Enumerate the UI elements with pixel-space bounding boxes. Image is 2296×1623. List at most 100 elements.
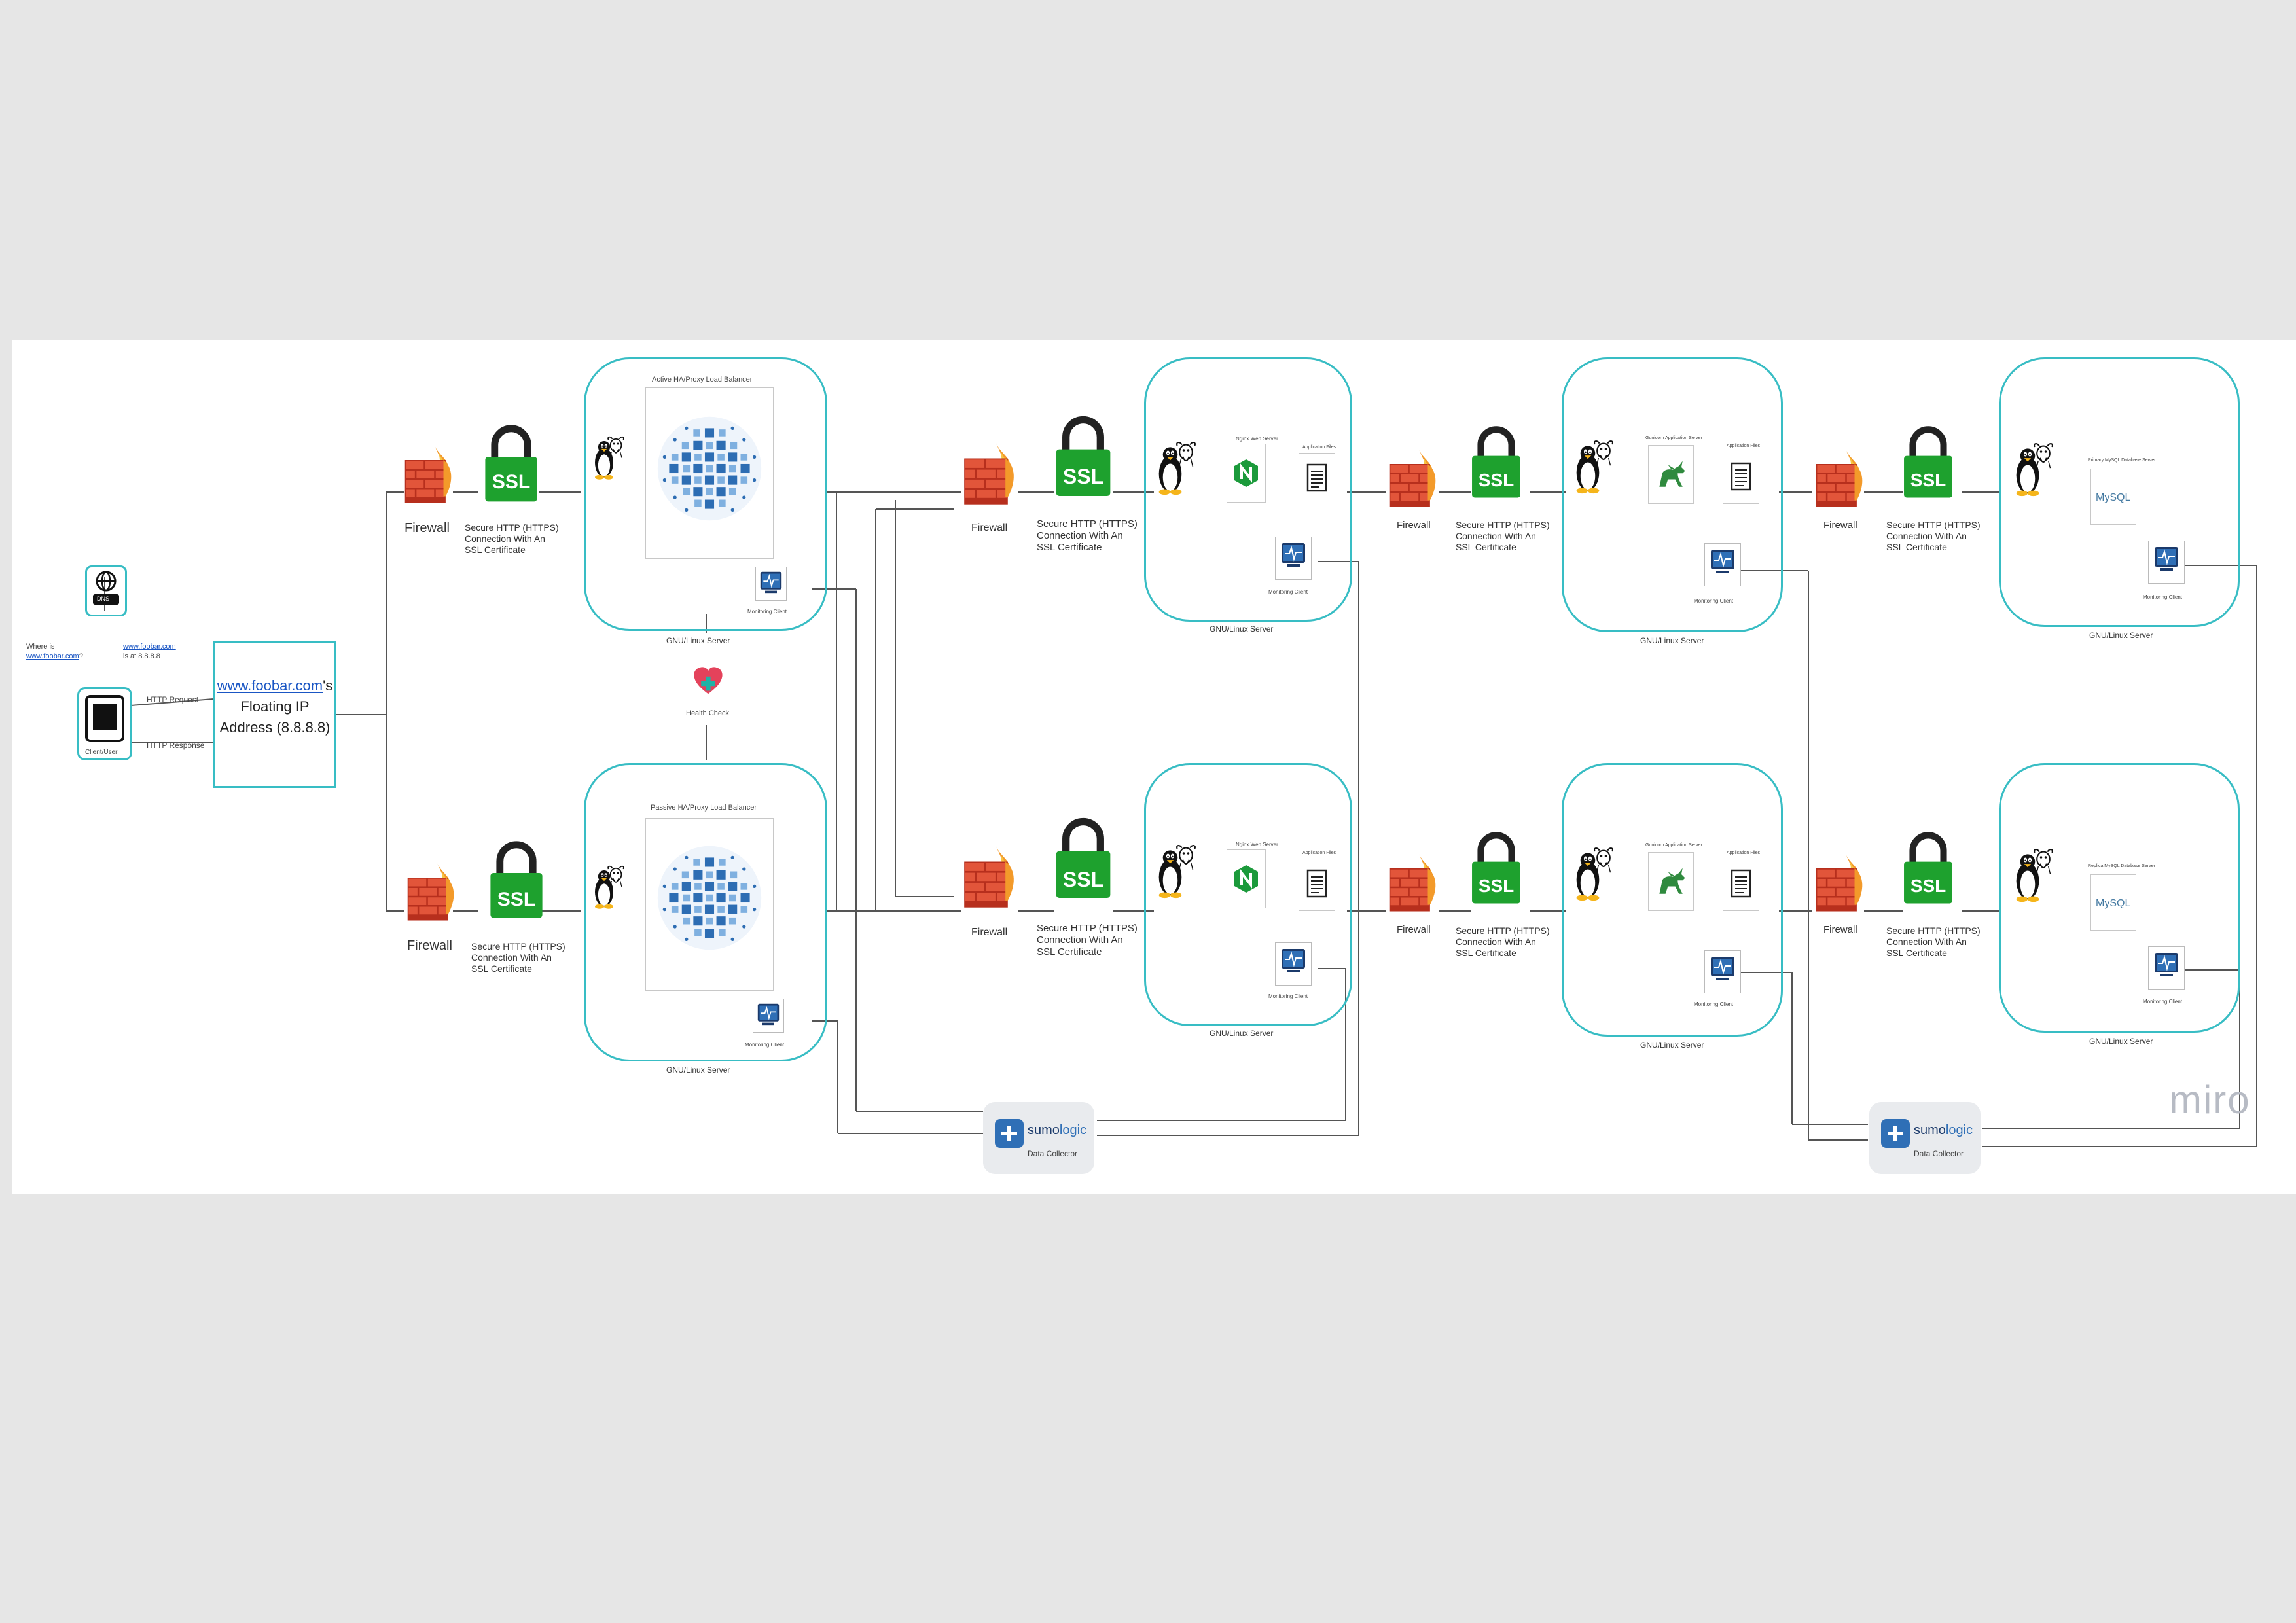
heart-icon (692, 665, 724, 698)
gnu-icon (1592, 847, 1615, 874)
dns-answer-link[interactable]: www.foobar.com (123, 643, 176, 651)
client-box[interactable] (77, 687, 132, 760)
server-label: GNU/Linux Server (1640, 636, 1704, 645)
gnu-icon (1174, 441, 1198, 469)
monitoring-label: Monitoring Client (745, 1042, 785, 1048)
monitor-icon (2153, 952, 2179, 978)
server-label: GNU/Linux Server (1210, 1029, 1274, 1038)
db-replica-title: Replica MySQL Database Server (2088, 864, 2155, 868)
ssl-caption-line2: Connection With An (1886, 531, 1967, 541)
server-box-app-2[interactable] (1562, 763, 1783, 1037)
document-icon (1728, 461, 1754, 493)
monitor-icon (1710, 548, 1736, 575)
firewall-label: Firewall (404, 521, 450, 535)
ssl-caption-line1: Secure HTTP (HTTPS) (1456, 520, 1550, 530)
monitor-icon (1280, 542, 1306, 568)
ssl-caption-line2: Connection With An (1456, 936, 1536, 947)
ssl-caption: Secure HTTP (HTTPS) Connection With An S… (1886, 925, 1981, 959)
app-files-title: Application Files (1727, 444, 1760, 448)
http-request-label: HTTP Request (147, 695, 199, 704)
ssl-caption-line1: Secure HTTP (HTTPS) (1886, 520, 1981, 530)
floating-ip-url[interactable]: www.foobar.com (217, 677, 323, 694)
ssl-caption-line2: Connection With An (1037, 935, 1123, 946)
server-box-web-2[interactable] (1144, 763, 1352, 1026)
gnu-icon (606, 436, 626, 459)
monitoring-label: Monitoring Client (2143, 999, 2183, 1005)
firewall-label: Firewall (971, 927, 1008, 938)
http-response-label: HTTP Response (147, 741, 205, 750)
dns-question-end: ? (79, 652, 83, 660)
monitoring-label: Monitoring Client (2143, 594, 2183, 600)
floating-ip-box[interactable] (213, 641, 336, 788)
haproxy-icon (652, 832, 767, 963)
firewall-icon (1812, 849, 1867, 915)
server-box-lb-passive[interactable] (584, 763, 827, 1061)
ssl-caption-line1: Secure HTTP (HTTPS) (1886, 925, 1981, 936)
sumo-brand-a: sumo (1028, 1123, 1060, 1137)
document-icon (1304, 462, 1330, 495)
firewall-label: Firewall (1397, 924, 1431, 935)
app-files-title: Application Files (1302, 445, 1336, 450)
floating-ip-line3: Address (8.8.8.8) (219, 719, 331, 736)
firewall-icon (1812, 445, 1867, 510)
ssl-caption: Secure HTTP (HTTPS) Connection With An S… (1037, 518, 1138, 554)
health-check-label: Health Check (686, 709, 730, 717)
mysql-tile (2090, 469, 2136, 525)
app-server-title: Gunicorn Application Server (1645, 436, 1702, 440)
dns-label-box (93, 594, 119, 605)
ssl-caption-line1: Secure HTTP (HTTPS) (471, 941, 565, 952)
floating-ip-text: www.foobar.com's Floating IP Address (8.… (213, 675, 336, 738)
dns-question-url[interactable]: www.foobar.com (26, 652, 79, 660)
unicorn-icon (1653, 459, 1690, 491)
server-label: GNU/Linux Server (2089, 631, 2153, 640)
diagram-canvas: DNS Where is www.foobar.com? www.foobar.… (12, 340, 2296, 1194)
firewall-label: Firewall (971, 522, 1008, 533)
web-server-title: Nginx Web Server (1236, 842, 1278, 847)
ssl-caption-line2: Connection With An (1037, 530, 1123, 541)
ssl-caption: Secure HTTP (HTTPS) Connection With An S… (465, 522, 559, 556)
floating-ip-line1: www.foobar.com's (213, 675, 336, 696)
dns-question-link: www.foobar.com? (26, 652, 83, 660)
client-label: Client/User (85, 749, 118, 756)
ssl-badge: SSL (1062, 868, 1104, 891)
gnu-icon (606, 865, 626, 889)
server-box-lb-active[interactable] (584, 357, 827, 631)
floating-ip-suffix: 's (323, 677, 333, 694)
ssl-caption-line3: SSL Certificate (1886, 948, 1947, 958)
ssl-badge: SSL (1062, 465, 1104, 488)
ssl-caption: Secure HTTP (HTTPS) Connection With An S… (1886, 520, 1981, 553)
unicorn-icon (1653, 866, 1690, 898)
ssl-badge: SSL (1910, 876, 1946, 896)
dns-box[interactable] (85, 565, 127, 616)
dns-label: DNS (97, 596, 110, 602)
server-label: GNU/Linux Server (1640, 1041, 1704, 1050)
ssl-caption-line2: Connection With An (465, 533, 545, 544)
monitoring-label: Monitoring Client (1268, 993, 1308, 999)
ssl-caption-line1: Secure HTTP (HTTPS) (465, 522, 559, 533)
app-files-title: Application Files (1727, 851, 1760, 855)
globe-icon (96, 571, 117, 592)
ssl-caption-line3: SSL Certificate (1456, 948, 1516, 958)
ssl-caption-line3: SSL Certificate (1037, 946, 1102, 957)
server-box-app-1[interactable] (1562, 357, 1783, 632)
sumologic-caption: Data Collector (1028, 1149, 1078, 1158)
monitoring-label: Monitoring Client (1268, 589, 1308, 595)
server-box-db-primary[interactable] (1999, 357, 2240, 627)
ssl-caption-line3: SSL Certificate (1886, 542, 1947, 552)
monitor-icon (1280, 948, 1306, 974)
laptop-icon (85, 695, 124, 742)
server-label: GNU/Linux Server (1210, 624, 1274, 633)
connection-lines (104, 491, 2257, 1147)
server-box-web-1[interactable] (1144, 357, 1352, 622)
lb-active-title: Active HA/Proxy Load Balancer (652, 376, 753, 383)
sumologic-brand: sumologic (1028, 1123, 1086, 1138)
gnu-icon (2032, 442, 2055, 470)
firewall-icon (1385, 849, 1440, 915)
ssl-caption: Secure HTTP (HTTPS) Connection With An S… (1456, 925, 1550, 959)
ssl-caption-line1: Secure HTTP (HTTPS) (1037, 518, 1138, 529)
ssl-caption-line1: Secure HTTP (HTTPS) (1037, 923, 1138, 934)
server-box-db-replica[interactable] (1999, 763, 2240, 1033)
ssl-caption: Secure HTTP (HTTPS) Connection With An S… (1456, 520, 1550, 553)
haproxy-icon (652, 403, 767, 534)
firewall-icon (1385, 445, 1440, 510)
